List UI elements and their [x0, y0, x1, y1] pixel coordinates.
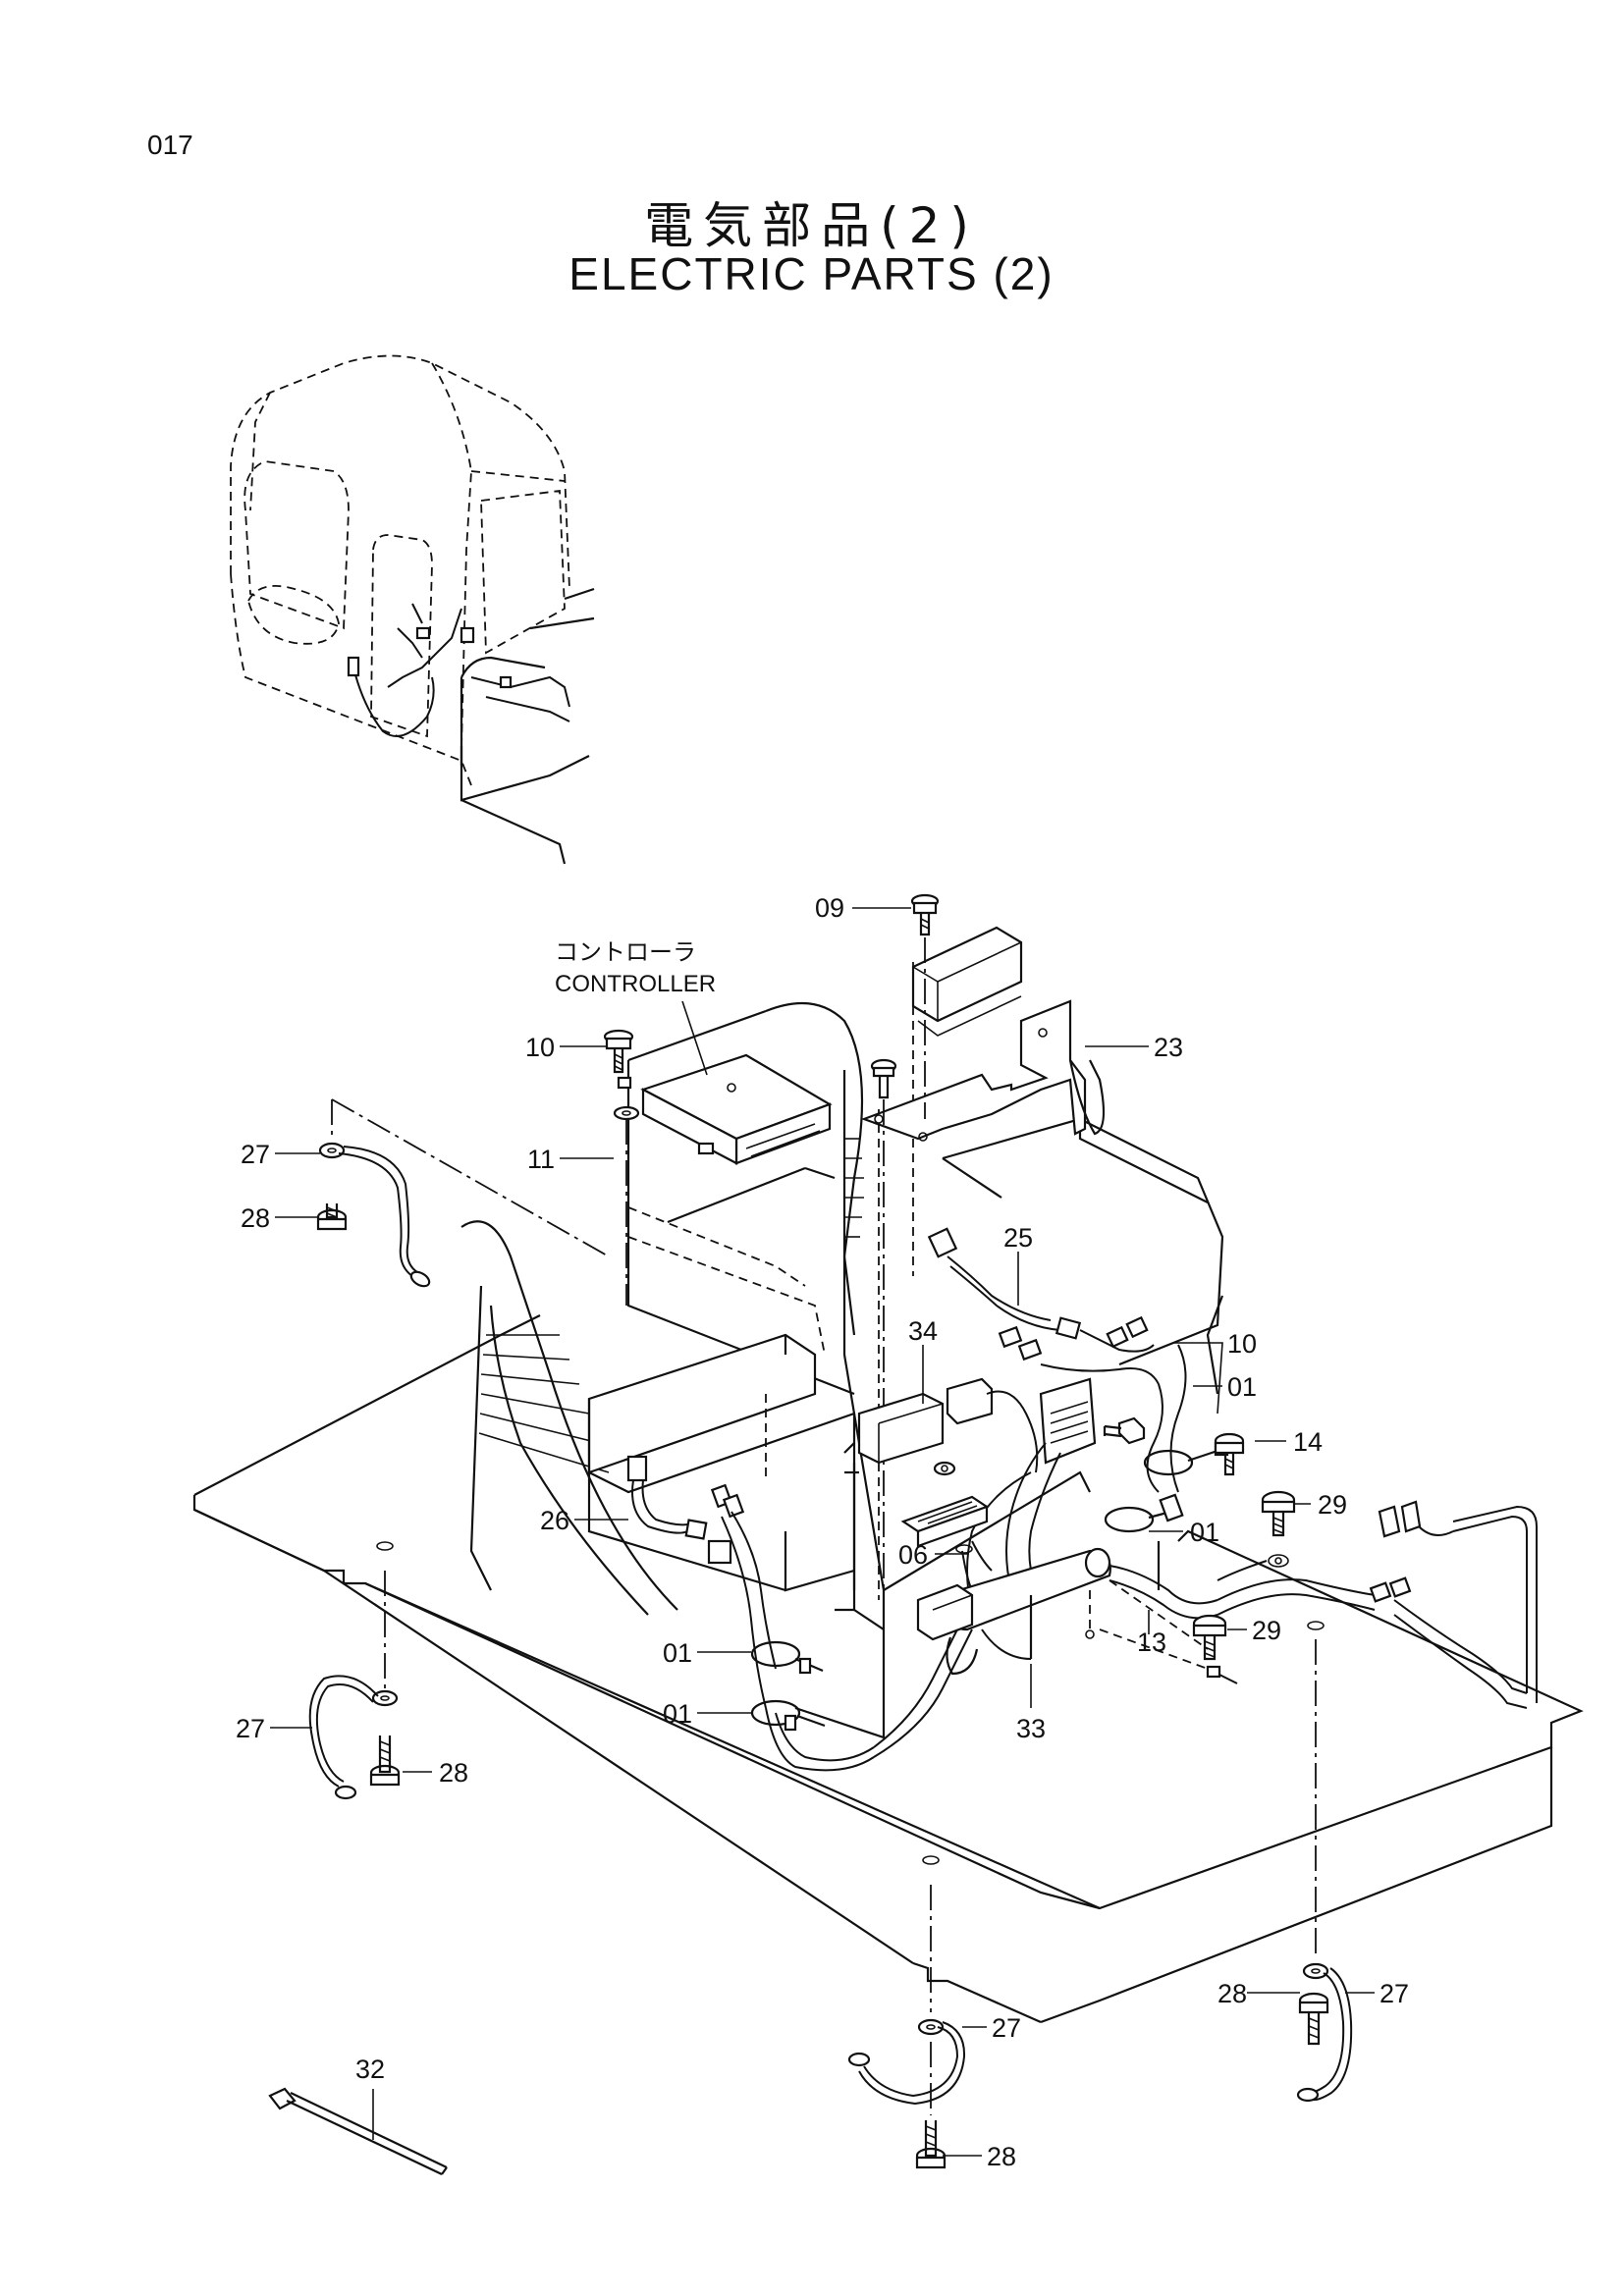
bolt-bracket — [870, 1058, 897, 1099]
callout-27-bottom-center: 27 — [992, 2013, 1021, 2043]
callout-01-right-upper: 01 — [1227, 1372, 1257, 1402]
connector-34 — [857, 1377, 1097, 1611]
connector-06 — [900, 1495, 993, 1591]
bolt-28-bottom-center — [915, 2120, 947, 2169]
ground-cable-27-mid-left — [308, 1675, 399, 1800]
ground-cable-27-bottom-right — [1296, 1962, 1353, 2103]
page-title-english: ELECTRIC PARTS (2) — [568, 248, 1055, 299]
part-13 — [1085, 1541, 1209, 1670]
floor-plate — [192, 1314, 1584, 2024]
bolt-28-mid-left — [369, 1735, 401, 1787]
callout-01-left-lower: 01 — [663, 1699, 692, 1729]
page-number: 017 — [147, 130, 193, 160]
callout-01-right-lower: 01 — [1190, 1518, 1219, 1547]
callout-29-upper: 29 — [1318, 1490, 1347, 1520]
callout-11: 11 — [527, 1145, 555, 1174]
ground-cable-27-upper-left — [318, 1142, 431, 1288]
clamp-01-left-lower — [750, 1699, 826, 1732]
clamp-01-left-upper — [750, 1640, 824, 1675]
bolt-09 — [910, 893, 940, 936]
callout-28-mid-left: 28 — [439, 1758, 468, 1788]
callout-29-lower: 29 — [1252, 1616, 1281, 1645]
harness-26 — [626, 1455, 973, 1772]
controller-label-japanese: コントローラ — [555, 939, 696, 966]
bolt-10-right — [1103, 1416, 1146, 1445]
callout-labels: 09 23 10 11 27 28 25 34 10 01 14 29 26 0… — [236, 893, 1409, 2171]
relay-box — [911, 926, 1023, 1037]
callout-14: 14 — [1293, 1427, 1323, 1457]
callout-13: 13 — [1137, 1628, 1166, 1657]
callout-27-upper-left: 27 — [241, 1140, 270, 1169]
washer-11 — [613, 1105, 640, 1121]
callout-23: 23 — [1154, 1033, 1183, 1062]
bolt-29-upper — [1261, 1490, 1296, 1537]
ground-cable-27-bottom-center — [847, 2018, 966, 2106]
callout-10-controller: 10 — [525, 1033, 555, 1062]
callout-27-bottom-right: 27 — [1380, 1979, 1409, 2008]
bolt-28-upper-left — [316, 1203, 348, 1231]
controller-unit — [617, 1000, 833, 1165]
callout-01-left-upper: 01 — [663, 1638, 692, 1668]
callout-10-right: 10 — [1227, 1329, 1257, 1359]
callout-32: 32 — [355, 2055, 385, 2084]
callout-34: 34 — [908, 1316, 938, 1346]
controller-label-english: CONTROLLER — [555, 971, 716, 997]
bracket-23 — [860, 999, 1106, 1142]
component-33 — [916, 1547, 1218, 1676]
bolt-14 — [1214, 1432, 1245, 1476]
harness-25 — [927, 1227, 1187, 1493]
callout-28-bottom-right: 28 — [1217, 1979, 1247, 2008]
bolt-28-bottom-right — [1298, 1992, 1329, 2046]
bolt-29-lower — [1192, 1614, 1227, 1661]
page-title-japanese: 電気部品(2) — [644, 197, 979, 254]
clamp-01-right-lower — [1104, 1493, 1184, 1533]
callout-09: 09 — [815, 893, 844, 923]
callout-25: 25 — [1003, 1223, 1033, 1253]
leader-lines — [270, 907, 1375, 2157]
callout-28-upper-left: 28 — [241, 1203, 270, 1233]
right-harness — [1109, 1500, 1538, 1709]
callout-06: 06 — [898, 1540, 928, 1570]
callout-26: 26 — [540, 1506, 569, 1535]
callout-33: 33 — [1016, 1714, 1046, 1743]
main-harness-assembly — [460, 962, 1224, 1739]
callout-28-bottom-center: 28 — [987, 2142, 1016, 2171]
cable-tie-32 — [268, 2087, 448, 2175]
cab-overview-illustration — [230, 354, 595, 865]
callout-27-mid-left: 27 — [236, 1714, 265, 1743]
bolt-10-controller — [603, 1029, 634, 1074]
